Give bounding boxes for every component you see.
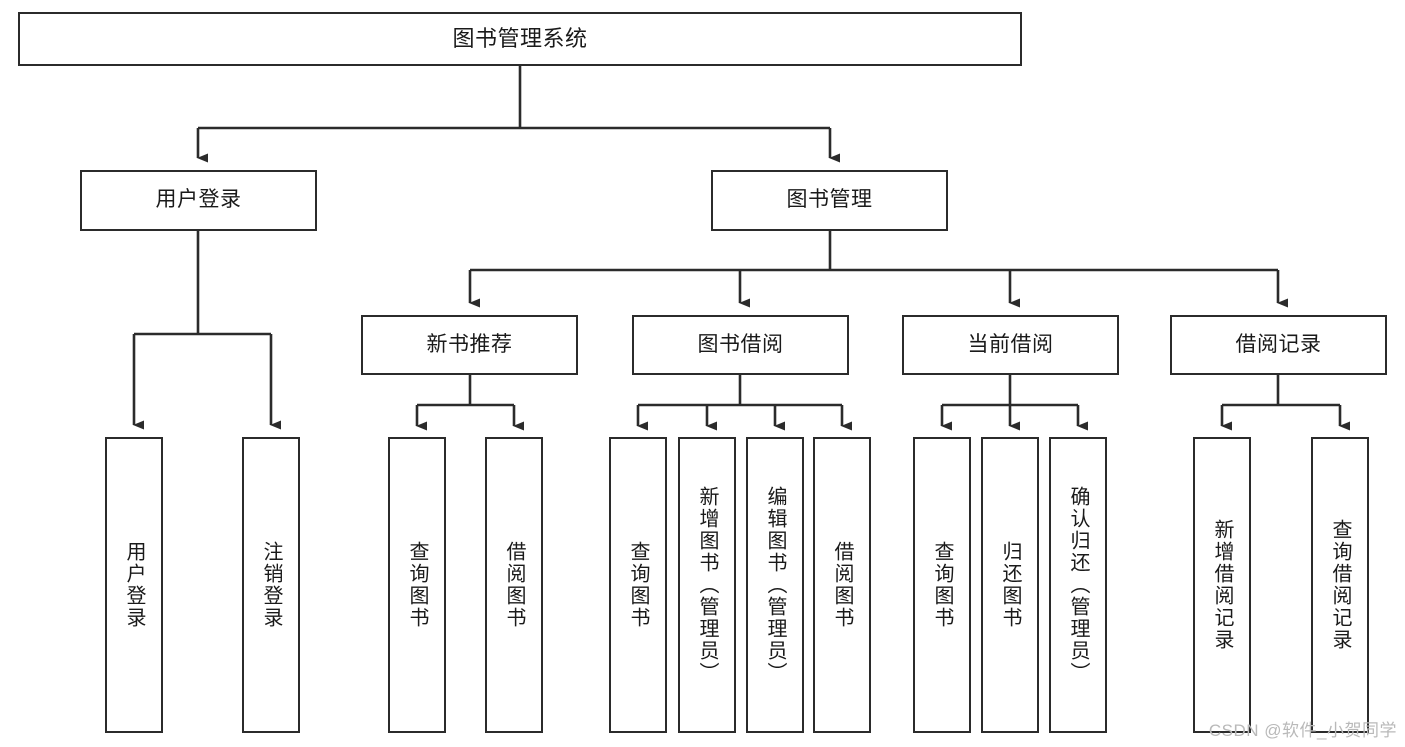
node-leaf-confirm-return[interactable]: 确认归还（管理员） xyxy=(1049,437,1107,733)
node-leaf-borrow-book-2[interactable]: 借阅图书 xyxy=(813,437,871,733)
node-borrow-record[interactable]: 借阅记录 xyxy=(1170,315,1387,375)
node-root-system-label: 图书管理系统 xyxy=(452,26,588,52)
node-user-login[interactable]: 用户登录 xyxy=(80,170,317,231)
node-borrow-record-label: 借阅记录 xyxy=(1235,332,1322,356)
node-user-login-label: 用户登录 xyxy=(155,188,242,212)
node-book-borrow-label: 图书借阅 xyxy=(697,332,784,356)
node-leaf-borrow-book-1[interactable]: 借阅图书 xyxy=(485,437,543,733)
node-book-borrow[interactable]: 图书借阅 xyxy=(632,315,849,375)
node-leaf-query-book-3-label: 查询图书 xyxy=(931,541,953,629)
node-root-system[interactable]: 图书管理系统 xyxy=(18,12,1022,66)
node-leaf-query-book-1-label: 查询图书 xyxy=(406,541,428,629)
node-current-borrow-label: 当前借阅 xyxy=(967,332,1054,356)
node-leaf-edit-book-label: 编辑图书（管理员） xyxy=(764,486,786,684)
node-leaf-return-book[interactable]: 归还图书 xyxy=(981,437,1039,733)
node-leaf-query-book-2[interactable]: 查询图书 xyxy=(609,437,667,733)
node-book-manage[interactable]: 图书管理 xyxy=(711,170,948,231)
node-book-manage-label: 图书管理 xyxy=(786,188,873,212)
node-leaf-query-record[interactable]: 查询借阅记录 xyxy=(1311,437,1369,733)
node-leaf-user-login-label: 用户登录 xyxy=(123,541,145,629)
node-leaf-add-book[interactable]: 新增图书（管理员） xyxy=(678,437,736,733)
node-new-book-recommend[interactable]: 新书推荐 xyxy=(361,315,578,375)
node-leaf-edit-book[interactable]: 编辑图书（管理员） xyxy=(746,437,804,733)
node-leaf-query-book-3[interactable]: 查询图书 xyxy=(913,437,971,733)
node-leaf-add-record-label: 新增借阅记录 xyxy=(1211,519,1233,651)
node-leaf-borrow-book-2-label: 借阅图书 xyxy=(831,541,853,629)
node-leaf-query-book-1[interactable]: 查询图书 xyxy=(388,437,446,733)
node-leaf-return-book-label: 归还图书 xyxy=(999,541,1021,629)
node-leaf-add-book-label: 新增图书（管理员） xyxy=(696,486,718,684)
node-leaf-query-record-label: 查询借阅记录 xyxy=(1329,519,1351,651)
node-leaf-borrow-book-1-label: 借阅图书 xyxy=(503,541,525,629)
node-leaf-user-logout[interactable]: 注销登录 xyxy=(242,437,300,733)
node-leaf-confirm-return-label: 确认归还（管理员） xyxy=(1067,486,1089,684)
node-new-book-recommend-label: 新书推荐 xyxy=(426,332,513,356)
node-leaf-query-book-2-label: 查询图书 xyxy=(627,541,649,629)
node-leaf-add-record[interactable]: 新增借阅记录 xyxy=(1193,437,1251,733)
watermark-text: CSDN @软件_小贺同学 xyxy=(1208,721,1397,740)
node-leaf-user-logout-label: 注销登录 xyxy=(260,541,282,629)
node-leaf-user-login[interactable]: 用户登录 xyxy=(105,437,163,733)
node-current-borrow[interactable]: 当前借阅 xyxy=(902,315,1119,375)
